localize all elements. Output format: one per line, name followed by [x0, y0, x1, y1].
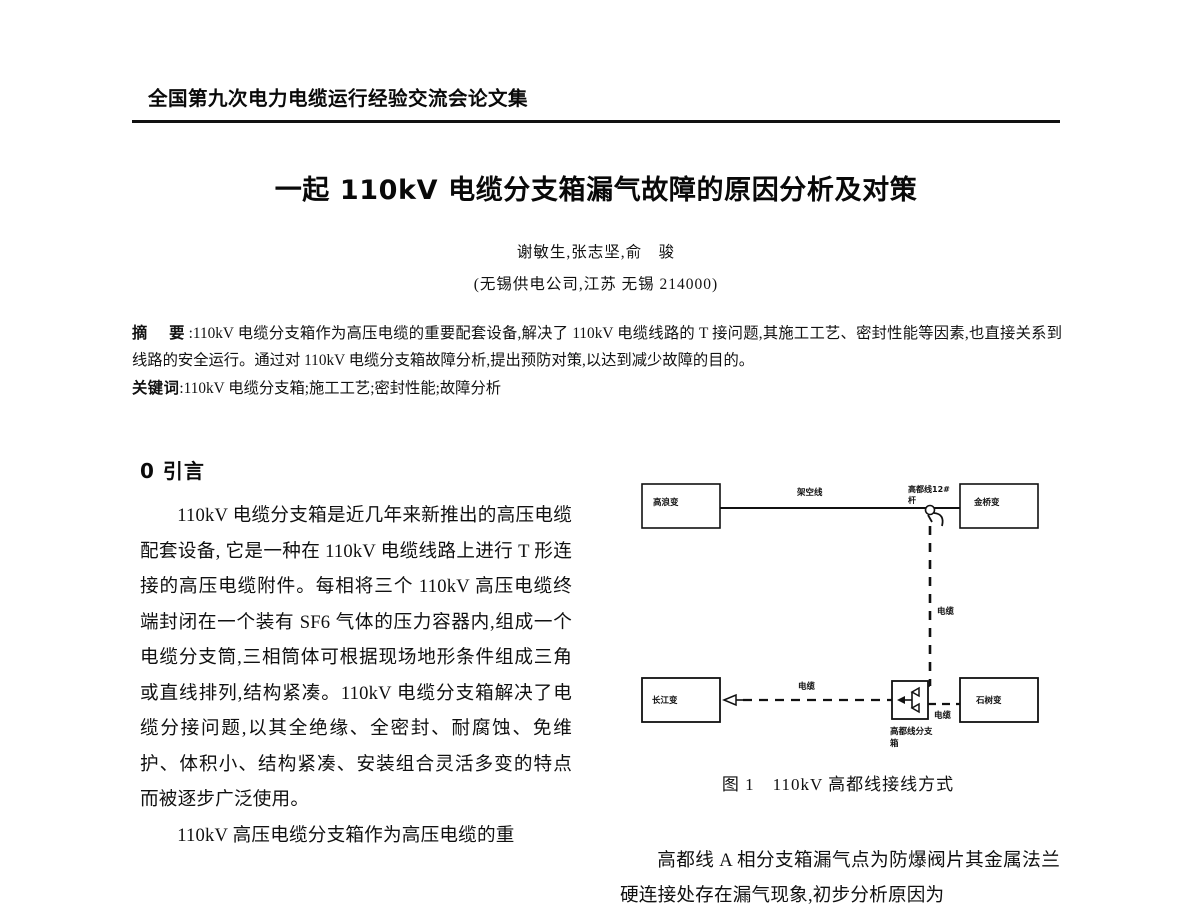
- author-list: 谢敏生,张志坚,俞 骏: [516, 244, 676, 261]
- author-affiliation: (无锡供电公司,江苏 无锡 214000): [473, 276, 719, 293]
- section-heading-intro: 0 引言: [140, 459, 205, 483]
- diagram-node-changjiang-box: [641, 677, 721, 723]
- diagram-node-branchbox-label-line2: 箱: [889, 738, 899, 749]
- left-column: 0 引言 110kV 电缆分支箱是近几年来新推出的高压电缆配套设备, 它是一种在…: [140, 455, 572, 853]
- abstract-paragraph: 摘 要:110kV 电缆分支箱作为高压电缆的重要配套设备,解决了 110kV 电…: [132, 320, 1062, 374]
- figure-1-diagram: 高浪变 金桥变 架空线 高都线12# 杆 电缆 长江变: [641, 483, 1039, 749]
- diagram-tap-lead-icon: [927, 514, 933, 523]
- figure-1-caption: 图 1 110kV 高都线接线方式: [612, 770, 1064, 795]
- diagram-node-shishu-label: 石树变: [975, 695, 1002, 706]
- figure-1-caption-text: 110kV 高都线接线方式: [772, 775, 955, 794]
- diagram-arrow-to-changjiang-icon: [722, 693, 737, 707]
- diagram-branch-tee-in-icon: [897, 696, 905, 704]
- abstract-label: 摘 要: [132, 324, 188, 342]
- diagram-tap-hook-icon: [933, 512, 944, 527]
- header-divider-rule: [132, 120, 1060, 123]
- figure-1-caption-number: 图 1: [721, 775, 755, 794]
- diagram-node-gaolang-box: [641, 483, 721, 529]
- diagram-pole-label-line2: 杆: [908, 495, 916, 505]
- diagram-node-branchbox-label-line1: 高都线分支: [890, 726, 933, 737]
- diagram-node-jinqiao-box: [959, 483, 1039, 529]
- diagram-node-gaolang-label: 高浪变: [653, 497, 679, 508]
- diagram-node-jinqiao-label: 金桥变: [973, 497, 1000, 508]
- diagram-edge-vertical-cable-label: 电缆: [937, 606, 955, 617]
- diagram-pole-label-line1: 高都线12#: [908, 484, 950, 494]
- keywords-separator: :: [179, 380, 184, 397]
- page-title: 一起 110kV 电缆分支箱漏气故障的原因分析及对策: [274, 175, 918, 206]
- right-column-paragraph-1: 高都线 A 相分支箱漏气点为防爆阀片其金属法兰硬连接处存在漏气现象,初步分析原因…: [620, 849, 1060, 907]
- keywords-text: 110kV 电缆分支箱;施工工艺;密封性能;故障分析: [183, 380, 502, 397]
- diagram-edge-right-cable-label: 电缆: [934, 710, 952, 721]
- intro-paragraph-2: 110kV 高压电缆分支箱作为高压电缆的重: [177, 824, 515, 846]
- diagram-branch-tee-out-up-icon: [910, 686, 920, 698]
- diagram-tap-connector-icon: [924, 504, 936, 516]
- diagram-edge-overhead-label: 架空线: [796, 487, 823, 498]
- document-page: 全国第九次电力电缆运行经验交流会论文集 一起 110kV 电缆分支箱漏气故障的原…: [132, 87, 1064, 907]
- keywords-paragraph: 关键词:110kV 电缆分支箱;施工工艺;密封性能;故障分析: [132, 375, 1062, 402]
- figure-1: 高浪变 金桥变 架空线 高都线12# 杆 电缆 长江变: [612, 470, 1064, 770]
- keywords-label: 关键词: [132, 379, 180, 397]
- abstract-block: 摘 要:110kV 电缆分支箱作为高压电缆的重要配套设备,解决了 110kV 电…: [132, 320, 1062, 402]
- intro-paragraph-1: 110kV 电缆分支箱是近几年来新推出的高压电缆配套设备, 它是一种在 110k…: [140, 505, 572, 810]
- running-header: 全国第九次电力电缆运行经验交流会论文集: [148, 87, 529, 110]
- diagram-node-shishu-box: [959, 677, 1039, 723]
- diagram-edge-left-cable-label: 电缆: [798, 681, 816, 692]
- diagram-branch-tee-out-down-icon: [910, 702, 920, 714]
- abstract-text: 110kV 电缆分支箱作为高压电缆的重要配套设备,解决了 110kV 电缆线路的…: [132, 325, 1062, 369]
- abstract-separator: :: [188, 325, 193, 342]
- diagram-node-changjiang-label: 长江变: [652, 695, 678, 706]
